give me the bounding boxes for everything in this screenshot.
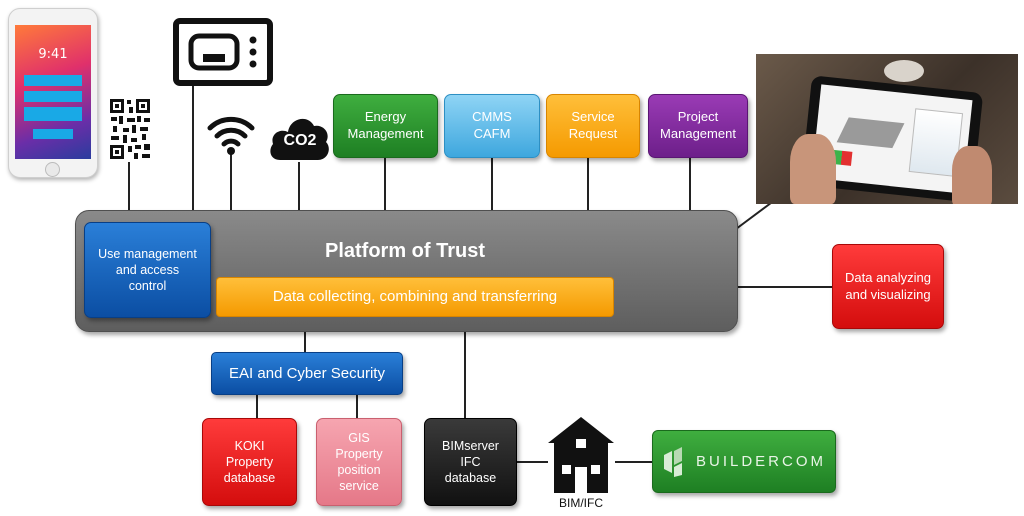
co2-label: CO2 [283,132,317,149]
koki-database-box[interactable]: KOKI Property database [202,418,297,506]
line-tablet [735,199,776,230]
data-analyzing-label: Data analyzing and visualizing [845,269,931,302]
data-analyzing-box[interactable]: Data analyzing and visualizing [832,244,944,329]
use-management-label: Use management and access control [98,246,197,294]
gis-service-box[interactable]: GIS Property position service [316,418,402,506]
phone-button [24,75,82,86]
eai-cyber-security-box[interactable]: EAI and Cyber Security [211,352,403,395]
project-management-label: Project Management [660,109,736,141]
hand-left-shape [790,134,836,204]
service-request-label: Service Request [568,109,618,141]
display-screen-icon [173,18,273,86]
buildercom-box[interactable]: BUILDERCOM [652,430,836,493]
buildercom-logo-icon [663,446,682,477]
house-icon [548,417,614,493]
cmms-cafm-label: CMMS CAFM [472,109,512,141]
tablet-model-shape [836,117,905,149]
bimserver-label: BIMserver IFC database [442,438,499,486]
use-management-box[interactable]: Use management and access control [84,222,211,318]
co2-cloud-icon: CO2 [268,110,332,162]
phone-button [24,91,82,102]
data-collecting-bar[interactable]: Data collecting, combining and transferr… [216,277,614,317]
phone-time: 9:41 [38,47,68,62]
eai-cyber-security-label: EAI and Cyber Security [229,364,385,382]
data-collecting-label: Data collecting, combining and transferr… [272,288,558,306]
buildercom-label: BUILDERCOM [695,452,826,470]
smartphone-icon: 9:41 [8,8,98,178]
wifi-icon [207,116,255,155]
project-management-box[interactable]: Project Management [648,94,748,158]
phone-home-button [45,162,60,177]
phone-button [24,107,82,121]
koki-database-label: KOKI Property database [223,438,276,486]
bimserver-box[interactable]: BIMserver IFC database [424,418,517,506]
bim-ifc-label: BIM/IFC [559,496,603,510]
service-request-box[interactable]: Service Request [546,94,640,158]
phone-button [33,129,73,139]
qr-code-icon [109,98,151,160]
energy-management-label: Energy Management [347,109,424,141]
energy-management-box[interactable]: Energy Management [333,94,438,158]
hand-right-shape [952,146,992,204]
gis-service-label: GIS Property position service [335,430,383,494]
cmms-cafm-box[interactable]: CMMS CAFM [444,94,540,158]
phone-screen: 9:41 [15,25,91,159]
tablet-photo [756,54,1018,204]
coffee-cup-shape [884,60,924,82]
platform-title: Platform of Trust [324,240,485,262]
cloud-icon [270,118,329,160]
